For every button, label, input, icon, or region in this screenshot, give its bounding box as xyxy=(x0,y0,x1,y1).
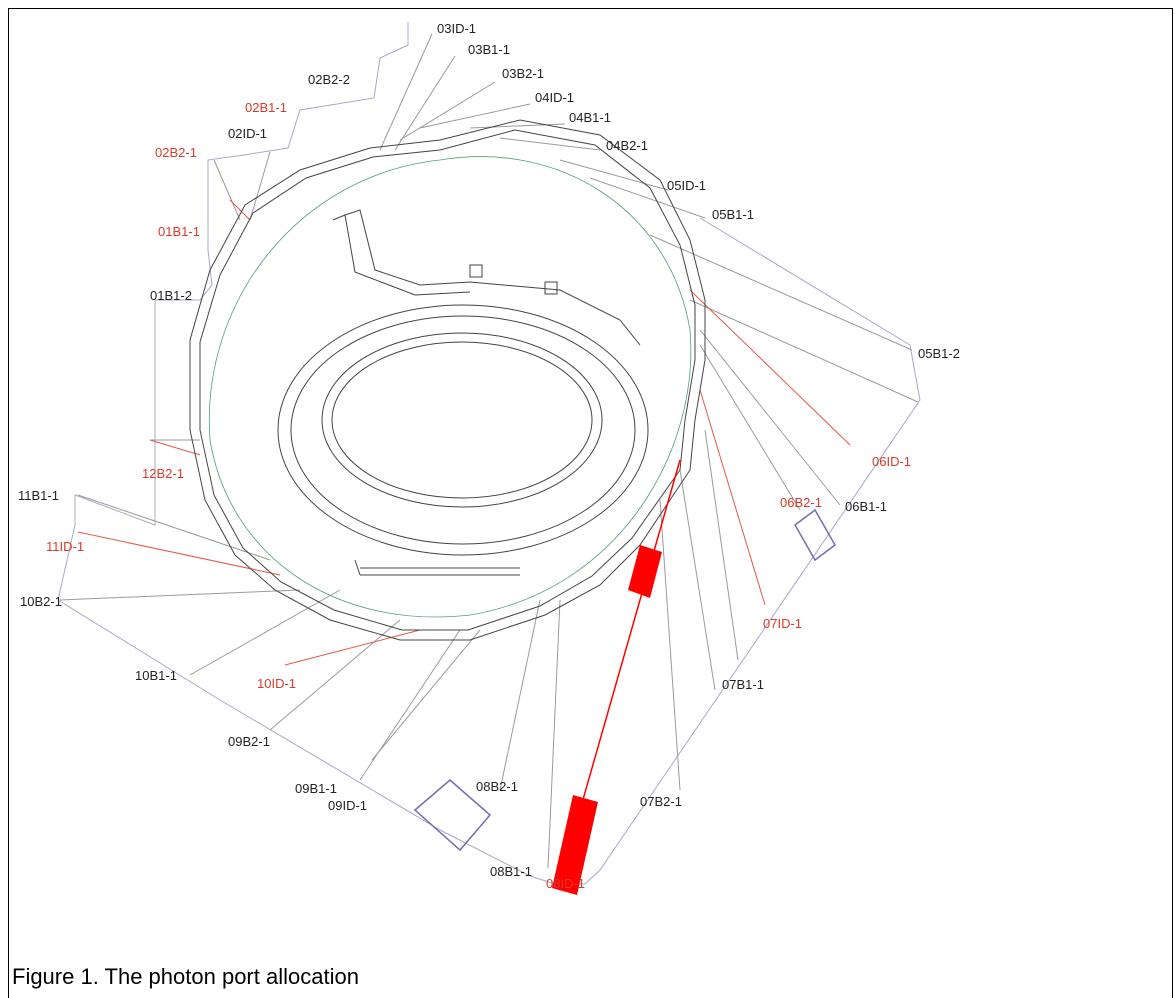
booster-ring xyxy=(277,209,649,576)
port-label-02id-1: 02ID-1 xyxy=(228,126,267,141)
port-label-04id-1: 04ID-1 xyxy=(535,90,574,105)
port-label-11b1-1: 11B1-1 xyxy=(18,488,59,503)
port-label-06id-1: 06ID-1 xyxy=(872,454,911,469)
port-label-02b1-1: 02B1-1 xyxy=(245,100,287,115)
figure-frame xyxy=(8,8,1173,998)
figure-caption: Figure 1. The photon port allocation xyxy=(12,964,359,989)
port-label-07b2-1: 07B2-1 xyxy=(640,794,682,809)
port-label-08b1-1: 08B1-1 xyxy=(490,864,532,879)
beamline-rays xyxy=(57,22,921,885)
port-label-02b2-2: 02B2-2 xyxy=(308,72,350,87)
port-label-01b1-2: 01B1-2 xyxy=(150,288,192,303)
port-label-05id-1: 05ID-1 xyxy=(667,178,706,193)
port-label-03id-1: 03ID-1 xyxy=(437,21,476,36)
port-label-09id-1: 09ID-1 xyxy=(328,798,367,813)
port-label-09b1-1: 09B1-1 xyxy=(295,781,337,796)
port-label-08id-1: 08ID-1 xyxy=(546,876,585,891)
port-label-07b1-1: 07B1-1 xyxy=(722,677,764,692)
port-label-10b1-1: 10B1-1 xyxy=(135,668,177,683)
red-beamlines xyxy=(77,199,851,666)
port-label-04b1-1: 04B1-1 xyxy=(569,110,611,125)
port-label-02b2-1: 02B2-1 xyxy=(155,145,197,160)
experimental-hutches xyxy=(413,508,836,852)
port-label-06b1-1: 06B1-1 xyxy=(845,499,887,514)
port-label-01b1-1: 01B1-1 xyxy=(158,224,200,239)
port-label-08b2-1: 08B2-1 xyxy=(476,779,518,794)
port-label-03b1-1: 03B1-1 xyxy=(468,42,510,57)
port-label-09b2-1: 09B2-1 xyxy=(228,734,270,749)
port-label-11id-1: 11ID-1 xyxy=(46,539,84,554)
port-label-06b2-1: 06B2-1 xyxy=(780,495,822,510)
electron-orbit xyxy=(208,156,692,618)
highlighted-beamline xyxy=(552,459,681,895)
port-label-05b1-1: 05B1-1 xyxy=(712,207,754,222)
port-label-10b2-1: 10B2-1 xyxy=(20,594,62,609)
port-labels: 03ID-1 03B1-1 02B2-2 03B2-1 02B1-1 04ID-1 04B1… xyxy=(18,21,960,891)
port-label-05b1-2: 05B1-2 xyxy=(918,346,960,361)
port-label-03b2-1: 03B2-1 xyxy=(502,66,544,81)
port-label-10id-1: 10ID-1 xyxy=(257,676,296,691)
port-label-07id-1: 07ID-1 xyxy=(763,616,802,631)
outer-ring-wall xyxy=(189,119,706,641)
port-label-12b2-1: 12B2-1 xyxy=(142,466,184,481)
port-label-04b2-1: 04B2-1 xyxy=(606,138,648,153)
